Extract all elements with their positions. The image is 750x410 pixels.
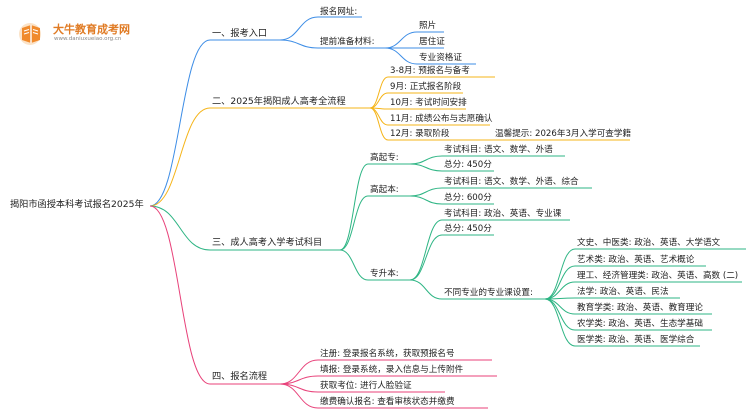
major-item: 法学: 政治、英语、民法 [577,287,669,297]
material-professional-certificate: 专业资格证 [419,53,462,63]
branch-exam-subjects: 三、成人高考入学考试科目 [212,237,323,248]
edge-gqb-total [409,195,443,205]
gqb-subjects: 考试科目: 语文、数学、外语、综合 [444,177,579,187]
edge-zsb-sub [409,219,443,281]
edge-major-1 [544,265,576,300]
flow-step: 填报: 登录系统，录入信息与上传附件 [320,365,464,375]
gqz-node: 高起专: [370,153,399,163]
edge-major-5 [544,298,576,331]
edge-gqb [339,195,369,251]
branch-registration-flow: 四、报名流程 [212,371,268,382]
edge-major-2 [544,281,576,300]
edge-b1-materials [279,39,319,49]
edge-flow-3 [279,383,319,409]
major-subjects-node: 不同专业的专业课设置: [444,288,533,298]
registration-site-label: 报名网址: [320,7,358,17]
logo-title: 大牛教育成考网 [53,23,130,36]
zsb-total: 总分: 450分 [444,224,492,234]
major-item: 文史、中医类: 政治、英语、大学语文 [577,238,721,248]
branch-entry: 一、报考入口 [212,28,268,39]
edge-timeline-1 [369,92,389,109]
flow-step: 缴费确认报名: 查看审核状态并缴费 [320,397,455,407]
edge-root-b2 [149,107,211,207]
logo-url: www.daniuxueiao.org.cn [54,36,122,42]
gqz-total: 总分: 450分 [444,160,492,170]
timeline-item: 12月: 录取阶段 [390,129,450,139]
edge-b1-site [279,16,319,41]
edge-material-0 [384,31,418,49]
edge-gqz [339,163,369,251]
edge-major-6 [544,298,576,347]
timeline-item: 3-8月: 预报名与备考 [390,66,470,76]
root-node: 揭阳市函授本科考试报名2025年 [10,199,144,210]
edge-material-2 [384,47,418,65]
material-residence-permit: 居住证 [419,37,445,47]
edge-gqz-sub [409,155,443,165]
edge-timeline-0 [369,76,389,109]
site-logo[interactable]: 大牛教育成考网 www.daniuxueiao.org.cn [13,18,163,48]
zsb-node: 专升本: [370,269,399,279]
major-item: 理工、经济管理类: 政治、英语、高数 (二) [577,271,739,281]
materials-label: 提前准备材料: [320,37,375,47]
edge-zsb [339,249,369,281]
timeline-item: 11月: 成绩公布与志愿确认 [390,114,493,124]
book-logo-icon [19,23,41,45]
flow-step: 注册: 登录报名系统，获取预报名号 [320,349,455,359]
major-item: 教育学类: 政治、英语、教育理论 [577,303,703,313]
timeline-item: 10月: 考试时间安排 [390,98,467,108]
major-item: 艺术类: 政治、英语、艺术概论 [577,255,695,265]
edge-zsb-total [409,234,443,281]
major-item: 农学类: 政治、英语、生态学基础 [577,319,703,329]
edge-gqb-sub [409,187,443,197]
edge-root-b3 [149,205,211,251]
gqb-node: 高起本: [370,185,399,195]
major-item: 医学类: 政治、英语、医学综合 [577,335,695,345]
material-photo: 照片 [419,21,437,31]
gqz-subjects: 考试科目: 语文、数学、外语 [444,145,553,155]
timeline-item: 9月: 正式报名阶段 [390,82,462,92]
tip-note: 温馨提示: 2026年3月入学可查学籍 [495,129,632,139]
zsb-subjects: 考试科目: 政治、英语、专业课 [444,209,562,219]
edge-root-b1 [149,39,211,207]
edge-major-0 [544,248,576,300]
flow-step: 获取考位: 进行人脸验证 [320,381,412,391]
edge-timeline-4 [369,107,389,141]
edge-gqz-total [409,163,443,172]
edge-root-b4 [149,205,211,385]
gqb-total: 总分: 600分 [444,193,492,203]
branch-process-2025: 二、2025年揭阳成人高考全流程 [212,96,346,107]
edge-zsb-diff [409,279,443,300]
